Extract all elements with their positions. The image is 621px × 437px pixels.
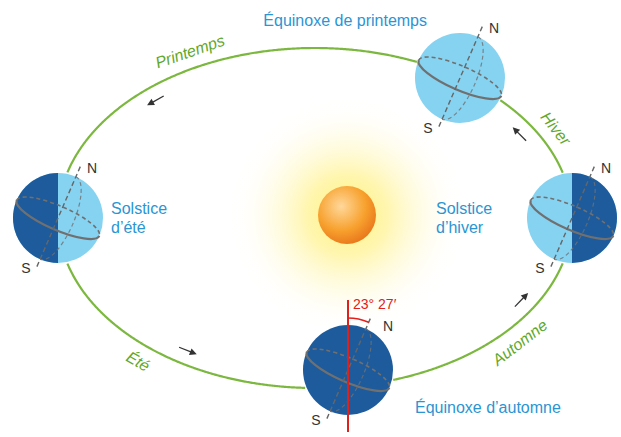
arrow-head	[189, 348, 197, 355]
orbit-line	[393, 263, 562, 380]
meridian	[330, 329, 380, 418]
season-name: Printemps	[152, 31, 226, 73]
pole-letter: N	[87, 160, 97, 176]
vertical-reference	[347, 300, 349, 432]
pole-letter: S	[311, 412, 320, 428]
earth-globe: Équinoxe de printemps	[415, 33, 505, 123]
season-point-label: Équinoxe de printemps	[263, 11, 427, 30]
night-side	[572, 173, 617, 263]
globe-drawing	[415, 33, 505, 123]
globe-drawing	[13, 173, 103, 263]
orbit-arc	[67, 48, 416, 172]
night-side	[13, 173, 58, 263]
equator-front	[526, 200, 613, 247]
rotation-axis	[36, 167, 81, 270]
season-name: Été	[123, 347, 153, 376]
season-point-label: Solstice d’été	[111, 199, 183, 237]
direction-arrow	[151, 96, 163, 103]
equator-front	[414, 60, 501, 107]
arrow-head	[513, 127, 520, 134]
pole-letter: S	[423, 120, 432, 136]
tilt-angle: 23° 27′	[353, 296, 396, 312]
season-name: Automne	[488, 316, 551, 370]
rotation-axis	[438, 27, 483, 130]
orbit-line	[67, 48, 416, 172]
equator-front	[12, 200, 99, 247]
meridian	[40, 177, 90, 266]
sun-glow	[229, 97, 465, 333]
direction-arrow	[516, 131, 526, 141]
pole-letter: N	[601, 160, 611, 176]
pole-letter: S	[535, 260, 544, 276]
arrow-head	[147, 99, 155, 105]
pole-letter: S	[21, 260, 30, 276]
meridian	[554, 177, 604, 266]
direction-arrow	[179, 347, 192, 352]
season-point-label: Solstice d’hiver	[436, 199, 520, 237]
orbit-arc	[393, 263, 562, 380]
pole-letter: N	[383, 318, 393, 334]
orbit-line	[67, 264, 305, 388]
equator-front	[302, 352, 389, 399]
earth-globe: Solstice d’hiver	[527, 173, 617, 263]
meridian	[442, 37, 492, 126]
pole-letter: N	[489, 20, 499, 36]
tilt-arc	[348, 318, 369, 322]
earth-globe: Solstice d’été	[13, 173, 103, 263]
season-name: Hiver	[537, 108, 575, 149]
orbit-arc	[67, 264, 305, 388]
sun	[318, 186, 376, 244]
arrow-head	[521, 293, 528, 300]
globe-drawing	[527, 173, 617, 263]
rotation-axis	[550, 167, 595, 270]
direction-arrow	[515, 297, 525, 307]
season-point-label: Équinoxe d’automne	[415, 398, 561, 417]
earth-globe: Équinoxe d’automne	[303, 325, 393, 415]
globe-drawing	[303, 325, 393, 415]
